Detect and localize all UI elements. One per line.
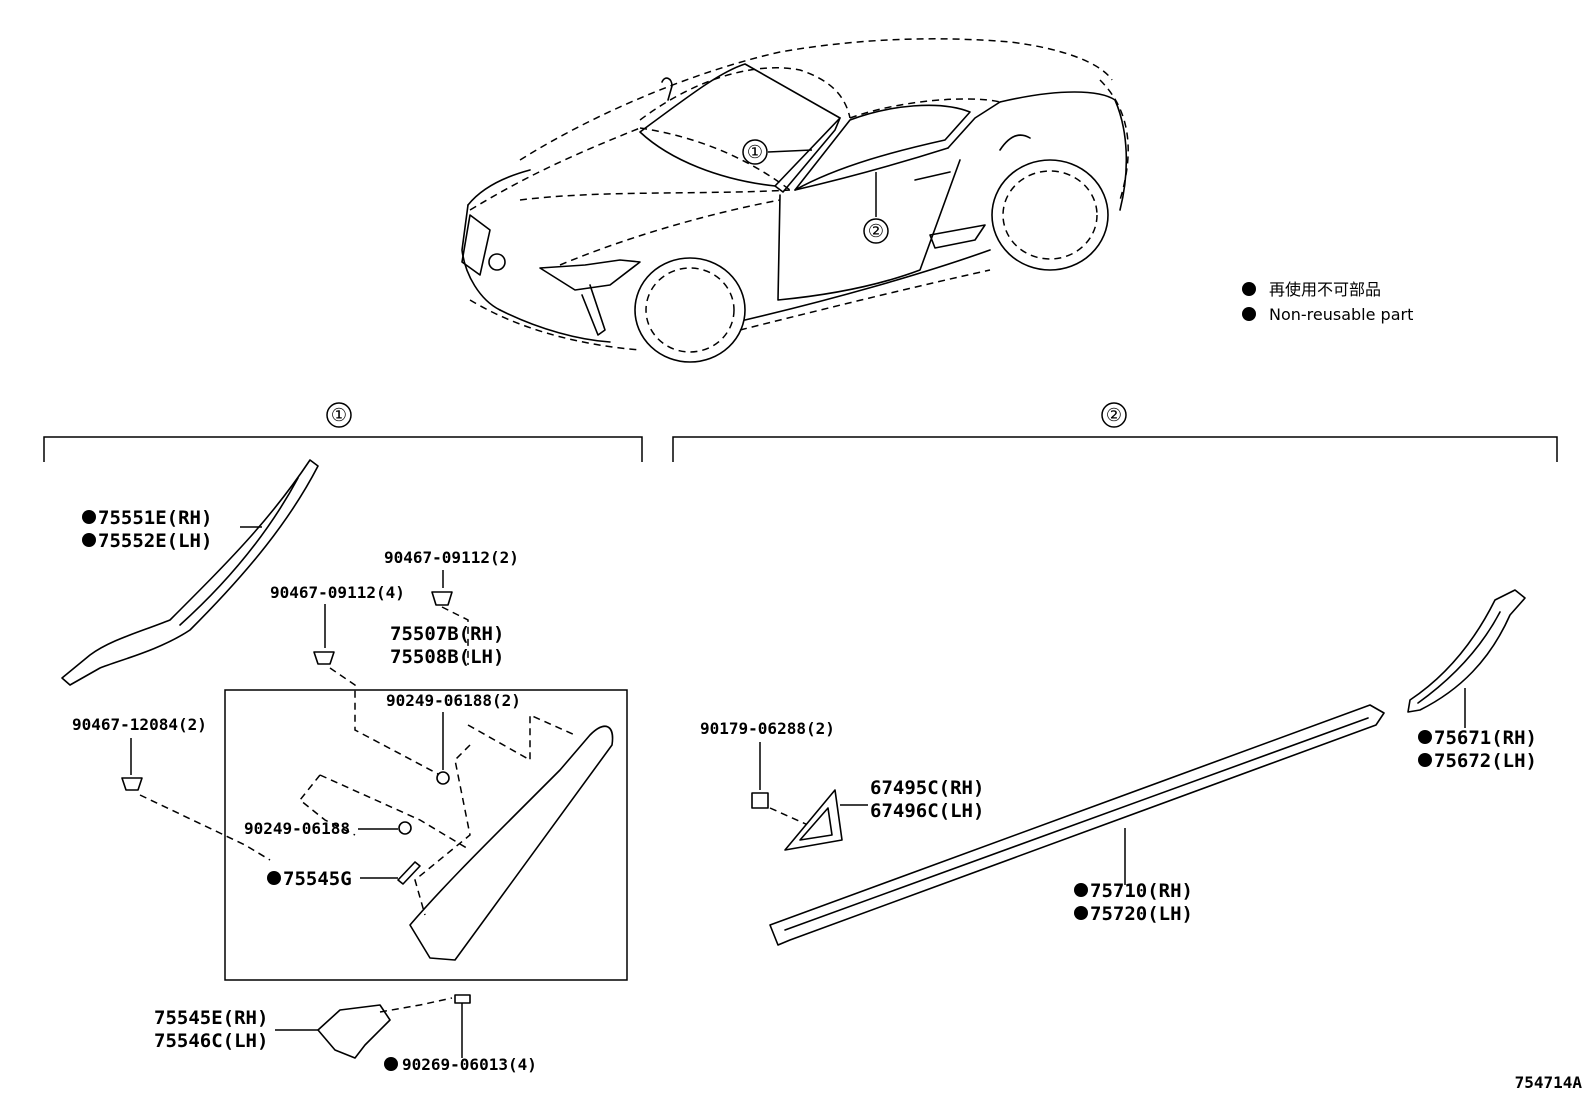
callout-2-label: ② xyxy=(868,221,884,242)
screw-icon xyxy=(398,821,412,835)
a-pillar-molding-part xyxy=(61,459,319,686)
pillar-garnish-part xyxy=(409,725,614,961)
figure-id: 754714A xyxy=(1515,1073,1583,1092)
part-75507B: 75507B(RH) xyxy=(390,623,504,645)
triangle-cover-part xyxy=(784,789,843,851)
legend: 再使用不可部品 Non-reusable part xyxy=(1242,280,1413,324)
clip-icon xyxy=(121,777,143,791)
part-90467-09112-4: 90467-09112(4) xyxy=(270,583,405,602)
clip-icon xyxy=(431,591,453,606)
part-75552E: 75552E(LH) xyxy=(98,530,212,552)
screw-icon xyxy=(436,771,450,785)
bracket-part xyxy=(317,1004,391,1059)
legend-text-en: Non-reusable part xyxy=(1269,305,1413,324)
rear-molding-part xyxy=(1407,589,1526,713)
part-75508B: 75508B(LH) xyxy=(390,646,504,668)
legend-marker-1 xyxy=(1242,282,1256,296)
pad-part xyxy=(397,861,421,885)
rocker-molding-part xyxy=(769,704,1385,946)
section-2-label: ② xyxy=(1106,405,1122,426)
callout-1-on-car: ① xyxy=(742,139,813,165)
part-75710: 75710(RH) xyxy=(1090,880,1193,902)
part-90179-06288: 90179-06288(2) xyxy=(700,719,835,738)
part-90269-06013: 90269-06013(4) xyxy=(402,1055,537,1074)
clip-icon xyxy=(313,651,335,665)
part-75545G: 75545G xyxy=(283,868,352,890)
pillar-garnish-box xyxy=(224,689,628,981)
car-illustration xyxy=(461,38,1129,363)
part-90249-06188-2: 90249-06188(2) xyxy=(386,691,521,710)
section-1-bracket: ① xyxy=(43,402,643,462)
legend-marker-2 xyxy=(1242,307,1256,321)
part-75720: 75720(LH) xyxy=(1090,903,1193,925)
section-1-label: ① xyxy=(331,405,347,426)
part-75671: 75671(RH) xyxy=(1434,727,1537,749)
part-90467-09112-2: 90467-09112(2) xyxy=(384,548,519,567)
bolt-icon xyxy=(454,994,471,1004)
nut-icon xyxy=(751,792,769,809)
part-90467-12084: 90467-12084(2) xyxy=(72,715,207,734)
section-2-bracket: ② xyxy=(672,402,1558,462)
part-75545E: 75545E(RH) xyxy=(154,1007,268,1029)
legend-text-ja: 再使用不可部品 xyxy=(1269,280,1381,299)
part-75672: 75672(LH) xyxy=(1434,750,1537,772)
part-75546C: 75546C(LH) xyxy=(154,1030,268,1052)
part-75551E: 75551E(RH) xyxy=(98,507,212,529)
callout-1-label: ① xyxy=(747,142,763,163)
part-90249-06188: 90249-06188 xyxy=(244,819,350,838)
callout-2-on-car: ② xyxy=(863,172,889,244)
part-67496C: 67496C(LH) xyxy=(870,800,984,822)
part-67495C: 67495C(RH) xyxy=(870,777,984,799)
